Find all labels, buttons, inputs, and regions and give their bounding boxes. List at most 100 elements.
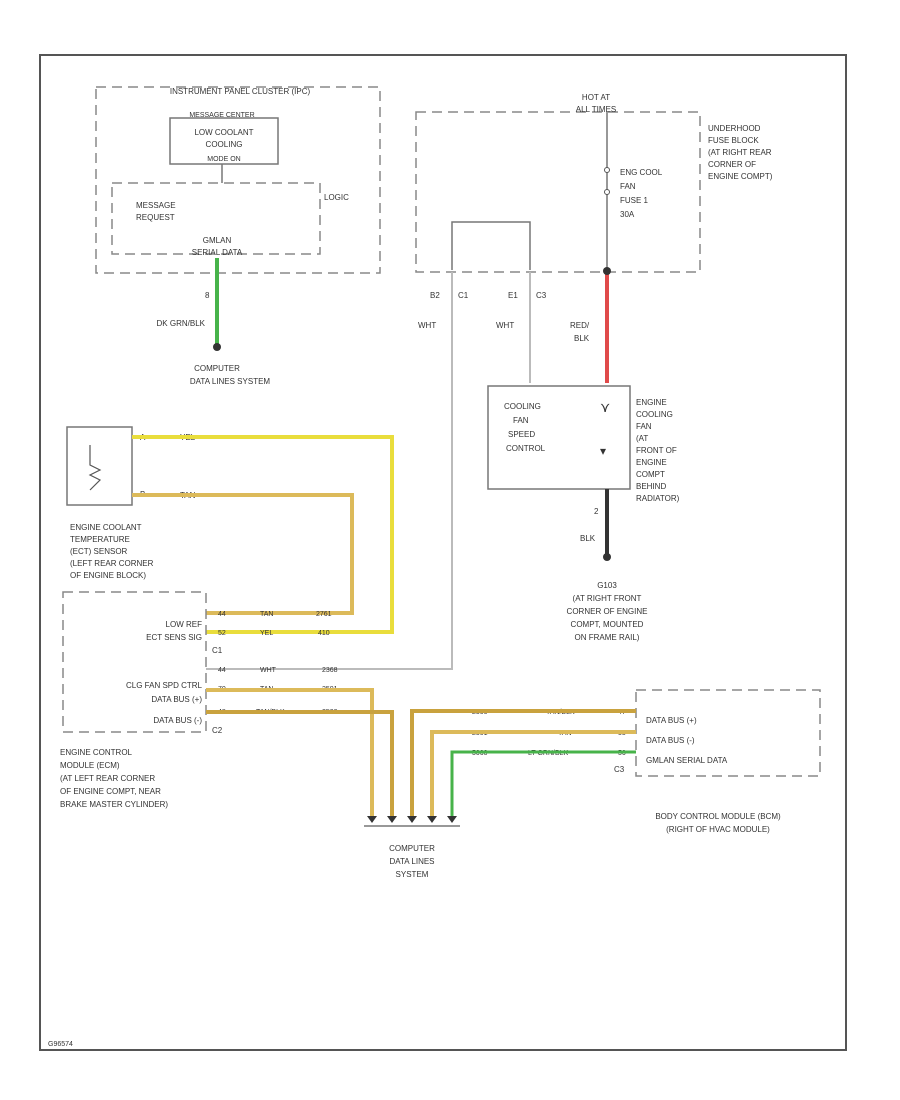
fan-label-3: FAN [636, 422, 652, 431]
fuse-block-label-5: ENGINE COMPT) [708, 172, 773, 181]
ipc-group: INSTRUMENT PANEL CLUSTER (IPC) MESSAGE C… [95, 86, 381, 386]
terminal-arrow-2 [387, 816, 397, 823]
conn-c1: C1 [458, 291, 469, 300]
ecm-label-1: ENGINE CONTROL [60, 748, 133, 757]
wire-wht-left: WHT [418, 321, 436, 330]
terminal-arrow-1 [367, 816, 377, 823]
ground-line-5: ON FRAME RAIL) [575, 633, 640, 642]
wire-bcm-green [450, 750, 636, 818]
ipc-title: INSTRUMENT PANEL CLUSTER (IPC) [170, 87, 311, 96]
bottom-system-line-2: DATA LINES [389, 857, 434, 866]
ect-label-2: TEMPERATURE [70, 535, 130, 544]
ecm-circuit-3: 2368 [322, 667, 338, 674]
ecm-wire-2: YEL [260, 630, 273, 637]
fan-label-7: COMPT [636, 470, 665, 479]
message-center-label: MESSAGE CENTER [189, 112, 254, 119]
fan-label-1: ENGINE [636, 398, 667, 407]
gmlan-line-2: SERIAL DATA [192, 248, 243, 257]
conn-e1: E1 [508, 291, 518, 300]
ground-terminal [603, 553, 611, 561]
fuse-block-box [415, 111, 701, 273]
ecm-label-3: (AT LEFT REAR CORNER [60, 774, 155, 783]
ect-label-3: (ECT) SENSOR [70, 547, 128, 556]
fuse-block-label-2: FUSE BLOCK [708, 136, 759, 145]
bottom-terminals: COMPUTER DATA LINES SYSTEM [364, 816, 460, 879]
bcm-row-label-2: DATA BUS (-) [646, 736, 695, 745]
bcm-label-1: BODY CONTROL MODULE (BCM) [655, 812, 781, 821]
wire-tan [132, 493, 354, 615]
fuse-splice-dot [603, 267, 611, 275]
fan-control-line-2: FAN [513, 416, 529, 425]
fan-control-line-1: COOLING [504, 402, 541, 411]
ecm-wire-3: WHT [260, 667, 277, 674]
logic-label: LOGIC [324, 193, 349, 202]
fuse-block-label-3: (AT RIGHT REAR [708, 148, 772, 157]
ecm-row-label-2: ECT SENS SIG [146, 633, 202, 642]
fuse-block-group: HOT AT ALL TIMES UNDERHOOD FUSE BLOCK (A… [415, 93, 773, 343]
ecm-group: LOW REF ECT SENS SIG C1 CLG FAN SPD CTRL… [60, 591, 338, 809]
ecm-row-label-6: DATA BUS (-) [153, 716, 202, 725]
ecm-row-label-4: CLG FAN SPD CTRL [126, 681, 203, 690]
fan-motor-arrow: ▾ [600, 444, 606, 458]
fan-motor-icon: ⋎ [600, 399, 610, 415]
wire-redblk-1: RED/ [570, 321, 590, 330]
thermistor-icon [88, 445, 102, 491]
fan-pin: 2 [594, 507, 599, 516]
low-coolant-line-3: MODE ON [207, 156, 240, 163]
ect-label-1: ENGINE COOLANT [70, 523, 142, 532]
bcm-conn: C3 [614, 765, 625, 774]
fan-control-line-3: SPEED [508, 430, 535, 439]
fan-wire-color: BLK [580, 534, 596, 543]
conn-c3: C3 [536, 291, 547, 300]
ecm-pin-1: 44 [218, 611, 226, 618]
message-request-line-1: MESSAGE [136, 201, 176, 210]
ecm-label-2: MODULE (ECM) [60, 761, 120, 770]
ecm-row-label-1: LOW REF [166, 620, 203, 629]
message-request-box [111, 182, 321, 255]
message-center-box [169, 117, 279, 165]
bottom-system-line-3: SYSTEM [396, 870, 429, 879]
fuse-block-jumper [451, 221, 531, 270]
fuse-line-4: 30A [620, 210, 635, 219]
ecm-label-4: OF ENGINE COMPT, NEAR [60, 787, 161, 796]
wire-wht-mid: WHT [496, 321, 514, 330]
fan-control-box [487, 385, 631, 490]
ecm-wire-1: TAN [260, 611, 273, 618]
fan-label-5: FRONT OF [636, 446, 677, 455]
ground-line-1: G103 [597, 581, 617, 590]
terminal-arrow-5 [447, 816, 457, 823]
fan-control-line-4: CONTROL [506, 444, 546, 453]
ground-line-2: (AT RIGHT FRONT [573, 594, 642, 603]
ipc-system-line-1: COMPUTER [194, 364, 240, 373]
gmlan-line-1: GMLAN [203, 236, 232, 245]
bcm-label-2: (RIGHT OF HVAC MODULE) [666, 825, 770, 834]
ipc-pin: 8 [205, 291, 210, 300]
fuse-line-2: FAN [620, 182, 636, 191]
fan-label-6: ENGINE [636, 458, 667, 467]
ect-label-4: (LEFT REAR CORNER [70, 559, 154, 568]
ecm-circuit-2: 410 [318, 630, 330, 637]
fuse-block-label-4: CORNER OF [708, 160, 756, 169]
bcm-row-label-3: GMLAN SERIAL DATA [646, 756, 728, 765]
fuse-icon-top [604, 167, 610, 173]
ecm-pin-2: 52 [218, 630, 226, 637]
ecm-circuit-1: 2761 [316, 611, 332, 618]
fuse-icon-bottom [604, 189, 610, 195]
ipc-box [95, 86, 381, 274]
ecm-conn-c1: C1 [212, 646, 223, 655]
ecm-row-label-5: DATA BUS (+) [151, 695, 202, 704]
low-coolant-line-1: LOW COOLANT [194, 128, 253, 137]
fuse-line-1: ENG COOL [620, 168, 663, 177]
ect-sensor-group: A B YEL TAN ENGINE COOLANT TEMPERATURE (… [66, 426, 196, 580]
ect-sensor-box [66, 426, 133, 506]
fuse-block-label-1: UNDERHOOD [708, 124, 761, 133]
ecm-label-5: BRAKE MASTER CYLINDER) [60, 800, 168, 809]
bcm-row-label-1: DATA BUS (+) [646, 716, 697, 725]
wire-bcm-tan [430, 730, 636, 818]
fan-label-9: RADIATOR) [636, 494, 680, 503]
ipc-wire-terminal [213, 343, 221, 351]
ecm-pin-3: 44 [218, 667, 226, 674]
wire-ecm-tanblk [206, 710, 394, 818]
fan-group: COOLING FAN SPEED CONTROL ⋎ ▾ ENGINE COO… [487, 385, 680, 642]
